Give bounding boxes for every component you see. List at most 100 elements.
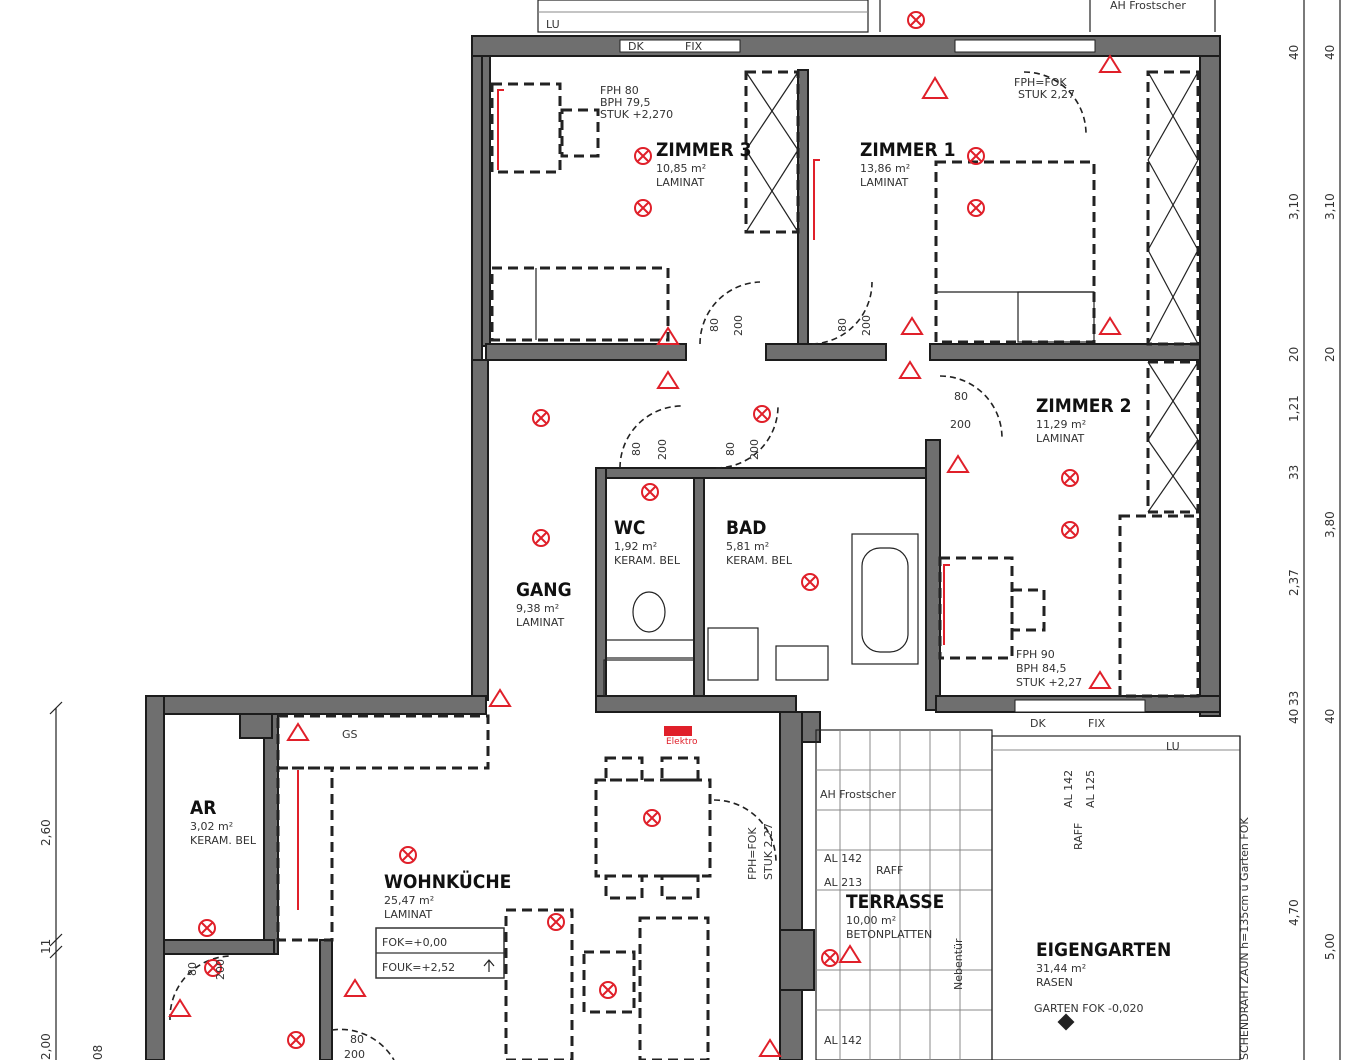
- z3-stuk: STUK +2,270: [600, 108, 673, 121]
- svg-text:08: 08: [91, 1045, 105, 1060]
- svg-text:3,10: 3,10: [1287, 193, 1301, 220]
- room-name: BAD: [726, 517, 766, 539]
- room-name: EIGENGARTEN: [1036, 939, 1171, 961]
- z1-stuk: STUK 2,27: [1018, 88, 1075, 101]
- room-area: 13,86 m²: [860, 162, 910, 175]
- room-name: AR: [190, 797, 216, 819]
- room-area: 1,92 m²: [614, 540, 657, 553]
- z2-bph: BPH 84,5: [1016, 662, 1066, 675]
- wall-top: [471, 35, 1221, 57]
- door-dimensions: 80 200 80 200 80 200 80 200 80 200 80 20…: [186, 315, 971, 1060]
- svg-text:5,00: 5,00: [1323, 933, 1337, 960]
- svg-text:20: 20: [1323, 347, 1337, 362]
- al142b: AL 142: [824, 852, 862, 865]
- svg-text:80: 80: [954, 390, 968, 403]
- z3-fph: FPH 80: [600, 84, 639, 97]
- room-name: ZIMMER 3: [656, 139, 751, 161]
- room-floor: BETONPLATTEN: [846, 928, 932, 941]
- lu-right: LU: [1166, 740, 1180, 753]
- walls: DK FIX DK FIX: [145, 35, 1221, 1060]
- garten-fok: GARTEN FOK -0,020: [1034, 1002, 1143, 1015]
- room-label-terrasse: TERRASSE 10,00 m² BETONPLATTEN: [846, 891, 944, 941]
- svg-text:40: 40: [1323, 45, 1337, 60]
- svg-text:Elektro: Elektro: [666, 737, 698, 747]
- ah-top-label: AH Frostscher: [1110, 0, 1186, 12]
- svg-text:80: 80: [836, 318, 849, 332]
- fix-bottom-label: FIX: [1088, 717, 1106, 730]
- dk-bottom-label: DK: [1030, 717, 1046, 730]
- svg-text:80: 80: [630, 442, 643, 456]
- wardrobes: [744, 70, 1200, 514]
- annotations: FPH 80 BPH 79,5 STUK +2,270 FPH=FOK STUK…: [342, 76, 1251, 1060]
- dimension-chain-left: 2,60 11 2,00 08: [39, 701, 105, 1060]
- room-area: 31,44 m²: [1036, 962, 1086, 975]
- z2-fph: FPH 90: [1016, 648, 1055, 661]
- svg-text:33: 33: [1287, 691, 1301, 706]
- al142: AL 142: [1062, 770, 1075, 808]
- room-floor: LAMINAT: [1036, 432, 1085, 445]
- room-name: TERRASSE: [846, 891, 944, 913]
- svg-text:200: 200: [860, 315, 873, 336]
- al142c: AL 142: [824, 1034, 862, 1047]
- z2-stuk: STUK +2,27: [1016, 676, 1082, 689]
- room-floor: LAMINAT: [516, 616, 565, 629]
- ah-terrace: AH Frostscher: [820, 788, 896, 801]
- svg-text:200: 200: [732, 315, 745, 336]
- fok-label: FOK=+0,00: [382, 936, 447, 949]
- al125: AL 125: [1084, 770, 1097, 808]
- room-label-zimmer1: ZIMMER 1 13,86 m² LAMINAT: [860, 139, 955, 189]
- room-area: 3,02 m²: [190, 820, 233, 833]
- svg-text:40: 40: [1287, 45, 1301, 60]
- fouk-label: FOUK=+2,52: [382, 961, 455, 974]
- svg-text:200: 200: [950, 418, 971, 431]
- svg-text:2,00: 2,00: [39, 1033, 53, 1060]
- doors: [169, 71, 1087, 1060]
- room-name: ZIMMER 1: [860, 139, 955, 161]
- z3-bph: BPH 79,5: [600, 96, 650, 109]
- svg-text:200: 200: [344, 1048, 365, 1060]
- electrical-symbols: Elektro: [168, 11, 1122, 1057]
- room-area: 10,85 m²: [656, 162, 706, 175]
- dimension-chain-right: 40 3,10 20 1,21 33 2,37 33 40 4,70 40 3,…: [1287, 0, 1341, 1060]
- svg-text:20: 20: [1287, 347, 1301, 362]
- svg-text:2,37: 2,37: [1287, 569, 1301, 596]
- svg-text:80: 80: [186, 962, 199, 976]
- room-area: 25,47 m²: [384, 894, 434, 907]
- room-floor: LAMINAT: [656, 176, 705, 189]
- room-floor: LAMINAT: [384, 908, 433, 921]
- al213: AL 213: [824, 876, 862, 889]
- room-name: WOHNKÜCHE: [384, 869, 511, 893]
- room-label-eigengarten: EIGENGARTEN 31,44 m² RASEN: [1036, 939, 1171, 989]
- z1-fph: FPH=FOK: [1014, 76, 1067, 89]
- room-label-zimmer3: ZIMMER 3 10,85 m² LAMINAT: [656, 139, 751, 189]
- room-floor: KERAM. BEL: [190, 834, 257, 847]
- svg-text:3,10: 3,10: [1323, 193, 1337, 220]
- svg-text:80: 80: [724, 442, 737, 456]
- room-area: 10,00 m²: [846, 914, 896, 927]
- room-floor: KERAM. BEL: [614, 554, 681, 567]
- svg-text:200: 200: [656, 439, 669, 460]
- room-floor: LAMINAT: [860, 176, 909, 189]
- room-floor: RASEN: [1036, 976, 1073, 989]
- room-label-zimmer2: ZIMMER 2 11,29 m² LAMINAT: [1036, 395, 1131, 445]
- room-name: ZIMMER 2: [1036, 395, 1131, 417]
- nebentuer: Nebentür: [952, 938, 965, 990]
- room-name: GANG: [516, 579, 572, 601]
- svg-text:40: 40: [1287, 709, 1301, 724]
- room-area: 11,29 m²: [1036, 418, 1086, 431]
- room-area: 5,81 m²: [726, 540, 769, 553]
- raff-right: RAFF: [1072, 823, 1085, 850]
- svg-text:11: 11: [39, 939, 53, 954]
- svg-text:33: 33: [1287, 465, 1301, 480]
- room-name: WC: [614, 517, 645, 539]
- svg-text:2,60: 2,60: [39, 819, 53, 846]
- terrace-garden: [815, 729, 1241, 1060]
- room-label-wohnkueche: WOHNKÜCHE 25,47 m² LAMINAT: [384, 869, 511, 921]
- svg-text:3,80: 3,80: [1323, 511, 1337, 538]
- svg-text:1,21: 1,21: [1287, 395, 1301, 422]
- stuk227: STUK 2,27: [762, 823, 775, 880]
- furniture: [276, 82, 1200, 1060]
- dk-top-label: DK: [628, 40, 644, 53]
